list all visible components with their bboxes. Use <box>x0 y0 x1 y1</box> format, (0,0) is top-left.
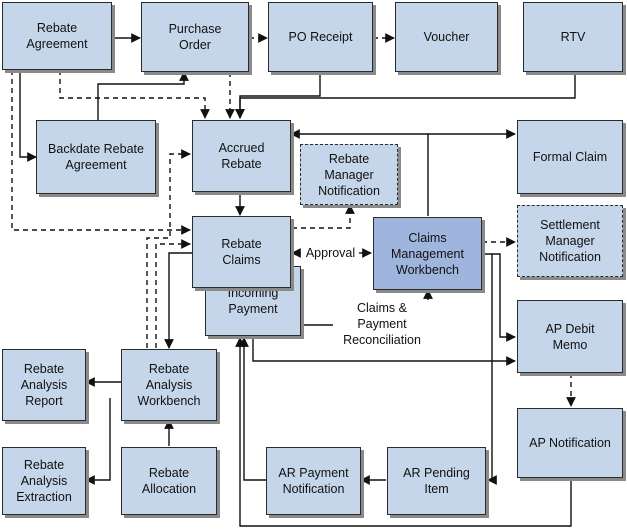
node-po-receipt[interactable]: PO Receipt <box>268 2 373 72</box>
node-accrued-rebate[interactable]: Accrued Rebate <box>192 120 291 192</box>
edge-rebate-agreement-to-accrued <box>59 70 210 119</box>
node-ar-payment-notification[interactable]: AR Payment Notification <box>266 447 361 515</box>
edge-po-receipt-to-accrued <box>235 72 321 119</box>
edge-analysis-workbench-to-rebate-claims <box>155 239 191 348</box>
node-rebate-analysis-report[interactable]: Rebate Analysis Report <box>2 349 86 421</box>
edge-rebate-claims-to-analysis-workbench <box>164 252 192 349</box>
node-rtv[interactable]: RTV <box>523 2 623 72</box>
node-voucher[interactable]: Voucher <box>395 2 498 72</box>
node-purchase-order[interactable]: Purchase Order <box>141 2 249 72</box>
label-claims-payment-reconciliation: Claims & Payment Reconciliation <box>333 300 431 348</box>
edge-ar-payment-to-incoming <box>239 337 266 481</box>
edge-backdate-to-purchase-order <box>97 71 189 120</box>
edge-claims-workbench-to-ar-pending <box>487 254 497 485</box>
edge-analysis-workbench-to-extraction <box>85 398 111 485</box>
node-formal-claim[interactable]: Formal Claim <box>517 120 623 194</box>
node-ap-debit-memo[interactable]: AP Debit Memo <box>517 300 623 373</box>
node-rebate-analysis-workbench[interactable]: Rebate Analysis Workbench <box>121 349 217 421</box>
edge-claims-to-rebate-manager <box>292 204 355 229</box>
edge-rtv-to-accrued <box>235 72 576 119</box>
edge-rebate-agreement-to-backdate <box>19 70 37 162</box>
node-rebate-agreement[interactable]: Rebate Agreement <box>2 2 112 70</box>
node-settlement-manager-notification[interactable]: Settlement Manager Notification <box>517 205 623 277</box>
node-ap-notification[interactable]: AP Notification <box>517 408 623 478</box>
node-rebate-manager-notification[interactable]: Rebate Manager Notification <box>300 144 398 205</box>
edge-analysis-workbench-to-accrued <box>146 149 191 348</box>
edge-ap-notification-to-incoming <box>235 337 572 527</box>
edge-claims-workbench-to-ap-debit <box>482 253 516 342</box>
node-rebate-claims[interactable]: Rebate Claims <box>192 216 291 288</box>
node-backdate-rebate-agreement[interactable]: Backdate Rebate Agreement <box>36 120 156 194</box>
node-rebate-analysis-extraction[interactable]: Rebate Analysis Extraction <box>2 447 86 515</box>
node-ar-pending-item[interactable]: AR Pending Item <box>387 447 486 515</box>
edge-workbench-to-formal-claim <box>427 129 516 216</box>
edge-incoming-payment-to-ap-debit <box>252 336 516 366</box>
node-rebate-allocation[interactable]: Rebate Allocation <box>121 447 217 515</box>
label-approval: Approval <box>302 245 359 261</box>
node-claims-management-workbench[interactable]: Claims Management Workbench <box>373 217 482 290</box>
